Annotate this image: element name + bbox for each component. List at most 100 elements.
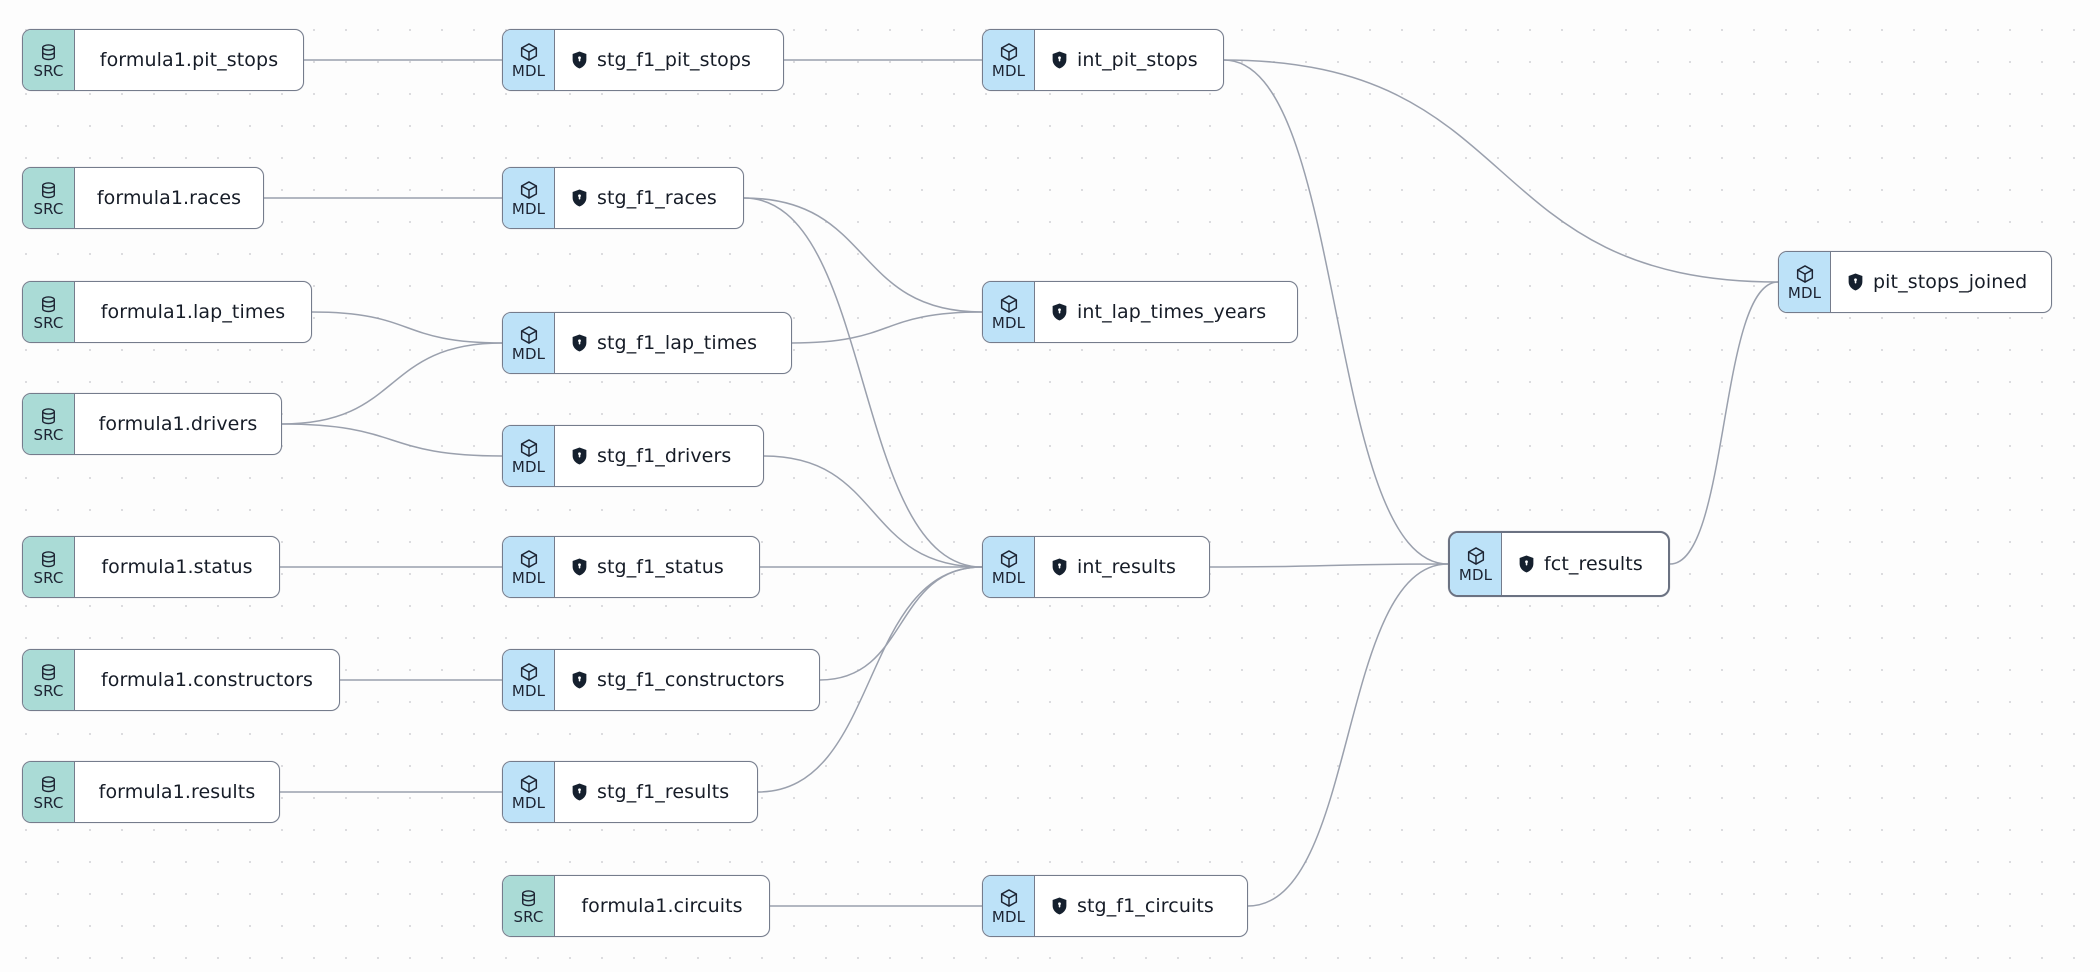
node-label: formula1.status — [101, 556, 253, 578]
graph-node-src_circuits[interactable]: SRC formula1.circuits — [502, 875, 770, 937]
graph-node-src_constructors[interactable]: SRC formula1.constructors — [22, 649, 340, 711]
cube-icon — [518, 41, 540, 63]
graph-node-stg_drivers[interactable]: MDL stg_f1_drivers — [502, 425, 764, 487]
shield-lock-icon — [1051, 558, 1068, 576]
node-type-label: MDL — [991, 908, 1026, 926]
edge-stg_lap_times-to-int_lap_times_years — [791, 311, 983, 344]
shield-lock-icon — [1051, 303, 1068, 321]
graph-node-stg_status[interactable]: MDL stg_f1_status — [502, 536, 760, 598]
database-icon — [38, 549, 59, 570]
graph-node-stg_lap_times[interactable]: MDL stg_f1_lap_times — [502, 312, 792, 374]
node-type-badge-src: SRC — [23, 168, 75, 228]
node-type-badge-mdl: MDL — [503, 650, 555, 710]
shield-lock-icon — [1051, 897, 1068, 915]
shield-lock-icon — [571, 189, 588, 207]
node-type-badge-mdl: MDL — [503, 30, 555, 90]
edge-int_results-to-fct_results — [1209, 563, 1449, 568]
node-type-label: SRC — [33, 568, 64, 587]
node-body: formula1.constructors — [75, 650, 339, 710]
node-body: stg_f1_circuits — [1035, 876, 1247, 936]
node-type-badge-mdl: MDL — [503, 168, 555, 228]
shield-lock-icon — [571, 783, 588, 801]
node-body: stg_f1_races — [555, 168, 743, 228]
node-body: pit_stops_joined — [1831, 252, 2051, 312]
node-body: formula1.races — [75, 168, 263, 228]
node-type-label: MDL — [511, 458, 546, 476]
node-type-badge-mdl: MDL — [1779, 252, 1831, 312]
node-type-label: MDL — [991, 62, 1026, 80]
node-type-label: MDL — [511, 682, 546, 700]
node-type-label: SRC — [33, 199, 64, 218]
node-body: stg_f1_lap_times — [555, 313, 791, 373]
cube-icon — [518, 179, 540, 201]
shield-lock-icon — [571, 51, 588, 69]
node-type-label: MDL — [511, 345, 546, 363]
graph-node-src_races[interactable]: SRC formula1.races — [22, 167, 264, 229]
cube-icon — [998, 293, 1020, 315]
node-body: stg_f1_status — [555, 537, 759, 597]
shield-lock-icon — [571, 334, 588, 352]
node-label: formula1.circuits — [581, 895, 743, 917]
node-type-label: SRC — [33, 61, 64, 80]
node-label: formula1.races — [96, 187, 242, 209]
database-icon — [38, 180, 59, 201]
node-type-label: SRC — [33, 681, 64, 700]
node-type-label: SRC — [33, 425, 64, 444]
graph-node-int_pit_stops[interactable]: MDL int_pit_stops — [982, 29, 1224, 91]
database-icon — [38, 774, 59, 795]
node-type-badge-src: SRC — [23, 394, 75, 454]
edge-stg_constructors-to-int_results — [819, 566, 983, 681]
node-label: int_results — [1077, 556, 1177, 578]
database-icon — [38, 662, 59, 683]
node-label: stg_f1_circuits — [1077, 895, 1214, 917]
node-body: stg_f1_results — [555, 762, 757, 822]
node-type-label: MDL — [511, 62, 546, 80]
node-type-badge-src: SRC — [23, 30, 75, 90]
edge-stg_drivers-to-int_results — [763, 455, 983, 568]
node-label: stg_f1_drivers — [597, 445, 732, 467]
node-type-badge-mdl: MDL — [983, 282, 1035, 342]
edge-fct_results-to-pit_stops_joined — [1669, 281, 1779, 565]
node-body: stg_f1_constructors — [555, 650, 819, 710]
graph-node-stg_constructors[interactable]: MDL stg_f1_constructors — [502, 649, 820, 711]
graph-node-stg_pit_stops[interactable]: MDL stg_f1_pit_stops — [502, 29, 784, 91]
graph-node-src_status[interactable]: SRC formula1.status — [22, 536, 280, 598]
shield-lock-icon — [1518, 555, 1535, 573]
shield-lock-icon — [571, 671, 588, 689]
node-body: formula1.pit_stops — [75, 30, 303, 90]
node-body: int_results — [1035, 537, 1209, 597]
node-type-badge-mdl: MDL — [503, 313, 555, 373]
edge-src_lap_times-to-stg_lap_times — [311, 311, 503, 344]
node-type-label: MDL — [991, 569, 1026, 587]
edge-int_pit_stops-to-pit_stops_joined — [1223, 59, 1779, 283]
node-label: stg_f1_pit_stops — [597, 49, 752, 71]
shield-lock-icon — [1051, 51, 1068, 69]
cube-icon — [998, 887, 1020, 909]
node-type-badge-src: SRC — [23, 537, 75, 597]
cube-icon — [518, 437, 540, 459]
cube-icon — [518, 324, 540, 346]
graph-node-src_pit_stops[interactable]: SRC formula1.pit_stops — [22, 29, 304, 91]
graph-node-src_drivers[interactable]: SRC formula1.drivers — [22, 393, 282, 455]
node-type-badge-src: SRC — [23, 650, 75, 710]
node-type-badge-src: SRC — [23, 762, 75, 822]
node-body: formula1.drivers — [75, 394, 281, 454]
node-body: formula1.status — [75, 537, 279, 597]
node-type-label: SRC — [513, 907, 544, 926]
node-label: formula1.drivers — [98, 413, 258, 435]
node-type-label: MDL — [511, 569, 546, 587]
graph-node-stg_circuits[interactable]: MDL stg_f1_circuits — [982, 875, 1248, 937]
cube-icon — [998, 41, 1020, 63]
node-label: stg_f1_lap_times — [597, 332, 758, 354]
node-body: int_pit_stops — [1035, 30, 1223, 90]
graph-node-int_results[interactable]: MDL int_results — [982, 536, 1210, 598]
